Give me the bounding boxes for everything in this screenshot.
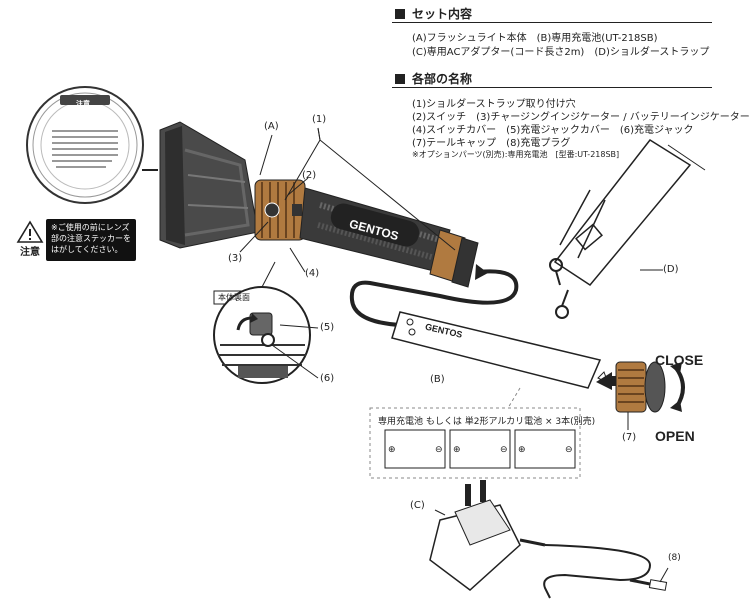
close-label: CLOSE	[655, 352, 704, 368]
sticker-title: 注意	[76, 100, 90, 108]
label-1: (1)	[312, 114, 327, 125]
label-2: (2)	[302, 170, 317, 181]
option-note: ※オプションパーツ(別売):専用充電池 [型番:UT-218SB]	[412, 150, 620, 159]
ac-adapter	[429, 480, 669, 599]
back-view-label: 本体裏面	[218, 293, 250, 302]
set-contents-heading: セット内容	[395, 5, 472, 22]
parts-line: (4)スイッチカバー (5)充電ジャックカバー (6)充電ジャック	[412, 125, 694, 136]
back-view-detail	[213, 286, 311, 384]
swap-arrow	[349, 264, 519, 327]
label-6: (6)	[320, 373, 335, 384]
battery-option-box: ⊕ ⊖ ⊕ ⊖ ⊕ ⊖	[369, 387, 581, 479]
parts-heading: 各部の名称	[395, 70, 472, 87]
product-illustration: GENTOS	[16, 86, 706, 599]
battery-caption: 専用充電池 もしくは 単2形アルカリ電池 × 3本(別売)	[378, 417, 596, 427]
set-contents-line: (A)フラッシュライト本体 (B)専用充電池(UT-218SB)	[412, 33, 658, 44]
divider	[392, 22, 712, 23]
label-C: (C)	[410, 500, 425, 511]
label-4: (4)	[305, 268, 320, 279]
parts-line: (2)スイッチ (3)チャージングインジケーター / バッテリーインジケーター	[412, 112, 750, 123]
label-7: (7)	[622, 432, 637, 443]
parts-line: (1)ショルダーストラップ取り付け穴	[412, 99, 576, 110]
shoulder-strap	[549, 139, 706, 319]
label-5: (5)	[320, 322, 335, 333]
tail-ring	[429, 229, 479, 288]
divider	[392, 87, 712, 88]
svg-text:⊖: ⊖	[565, 445, 573, 455]
flashlight-body: GENTOS	[299, 187, 451, 273]
set-contents-line: (C)専用ACアダプター(コード長さ2m) (D)ショルダーストラップ	[412, 47, 710, 58]
battery-pack: GENTOS	[391, 311, 609, 389]
svg-text:⊖: ⊖	[500, 445, 508, 455]
flashlight-head	[159, 121, 259, 249]
svg-text:⊕: ⊕	[518, 445, 526, 455]
tail-cap	[615, 361, 685, 430]
svg-text:⊕: ⊕	[388, 445, 396, 455]
label-A: (A)	[264, 121, 279, 132]
warning-icon	[16, 220, 44, 243]
collar	[254, 179, 306, 241]
label-8: (8)	[668, 553, 681, 563]
caution-sticker	[26, 86, 144, 204]
label-D: (D)	[663, 264, 679, 275]
caution-label: 注意	[20, 247, 40, 258]
svg-text:⊖: ⊖	[435, 445, 443, 455]
label-B: (B)	[430, 374, 445, 385]
svg-text:⊕: ⊕	[453, 445, 461, 455]
label-3: (3)	[228, 253, 243, 264]
open-label: OPEN	[655, 428, 695, 444]
insert-arrow	[596, 372, 612, 390]
parts-line: (7)テールキャップ (8)充電プラグ	[412, 138, 571, 149]
caution-message: ※ご使用の前にレンズ部の注意ステッカーをはがしてください。	[46, 219, 136, 261]
